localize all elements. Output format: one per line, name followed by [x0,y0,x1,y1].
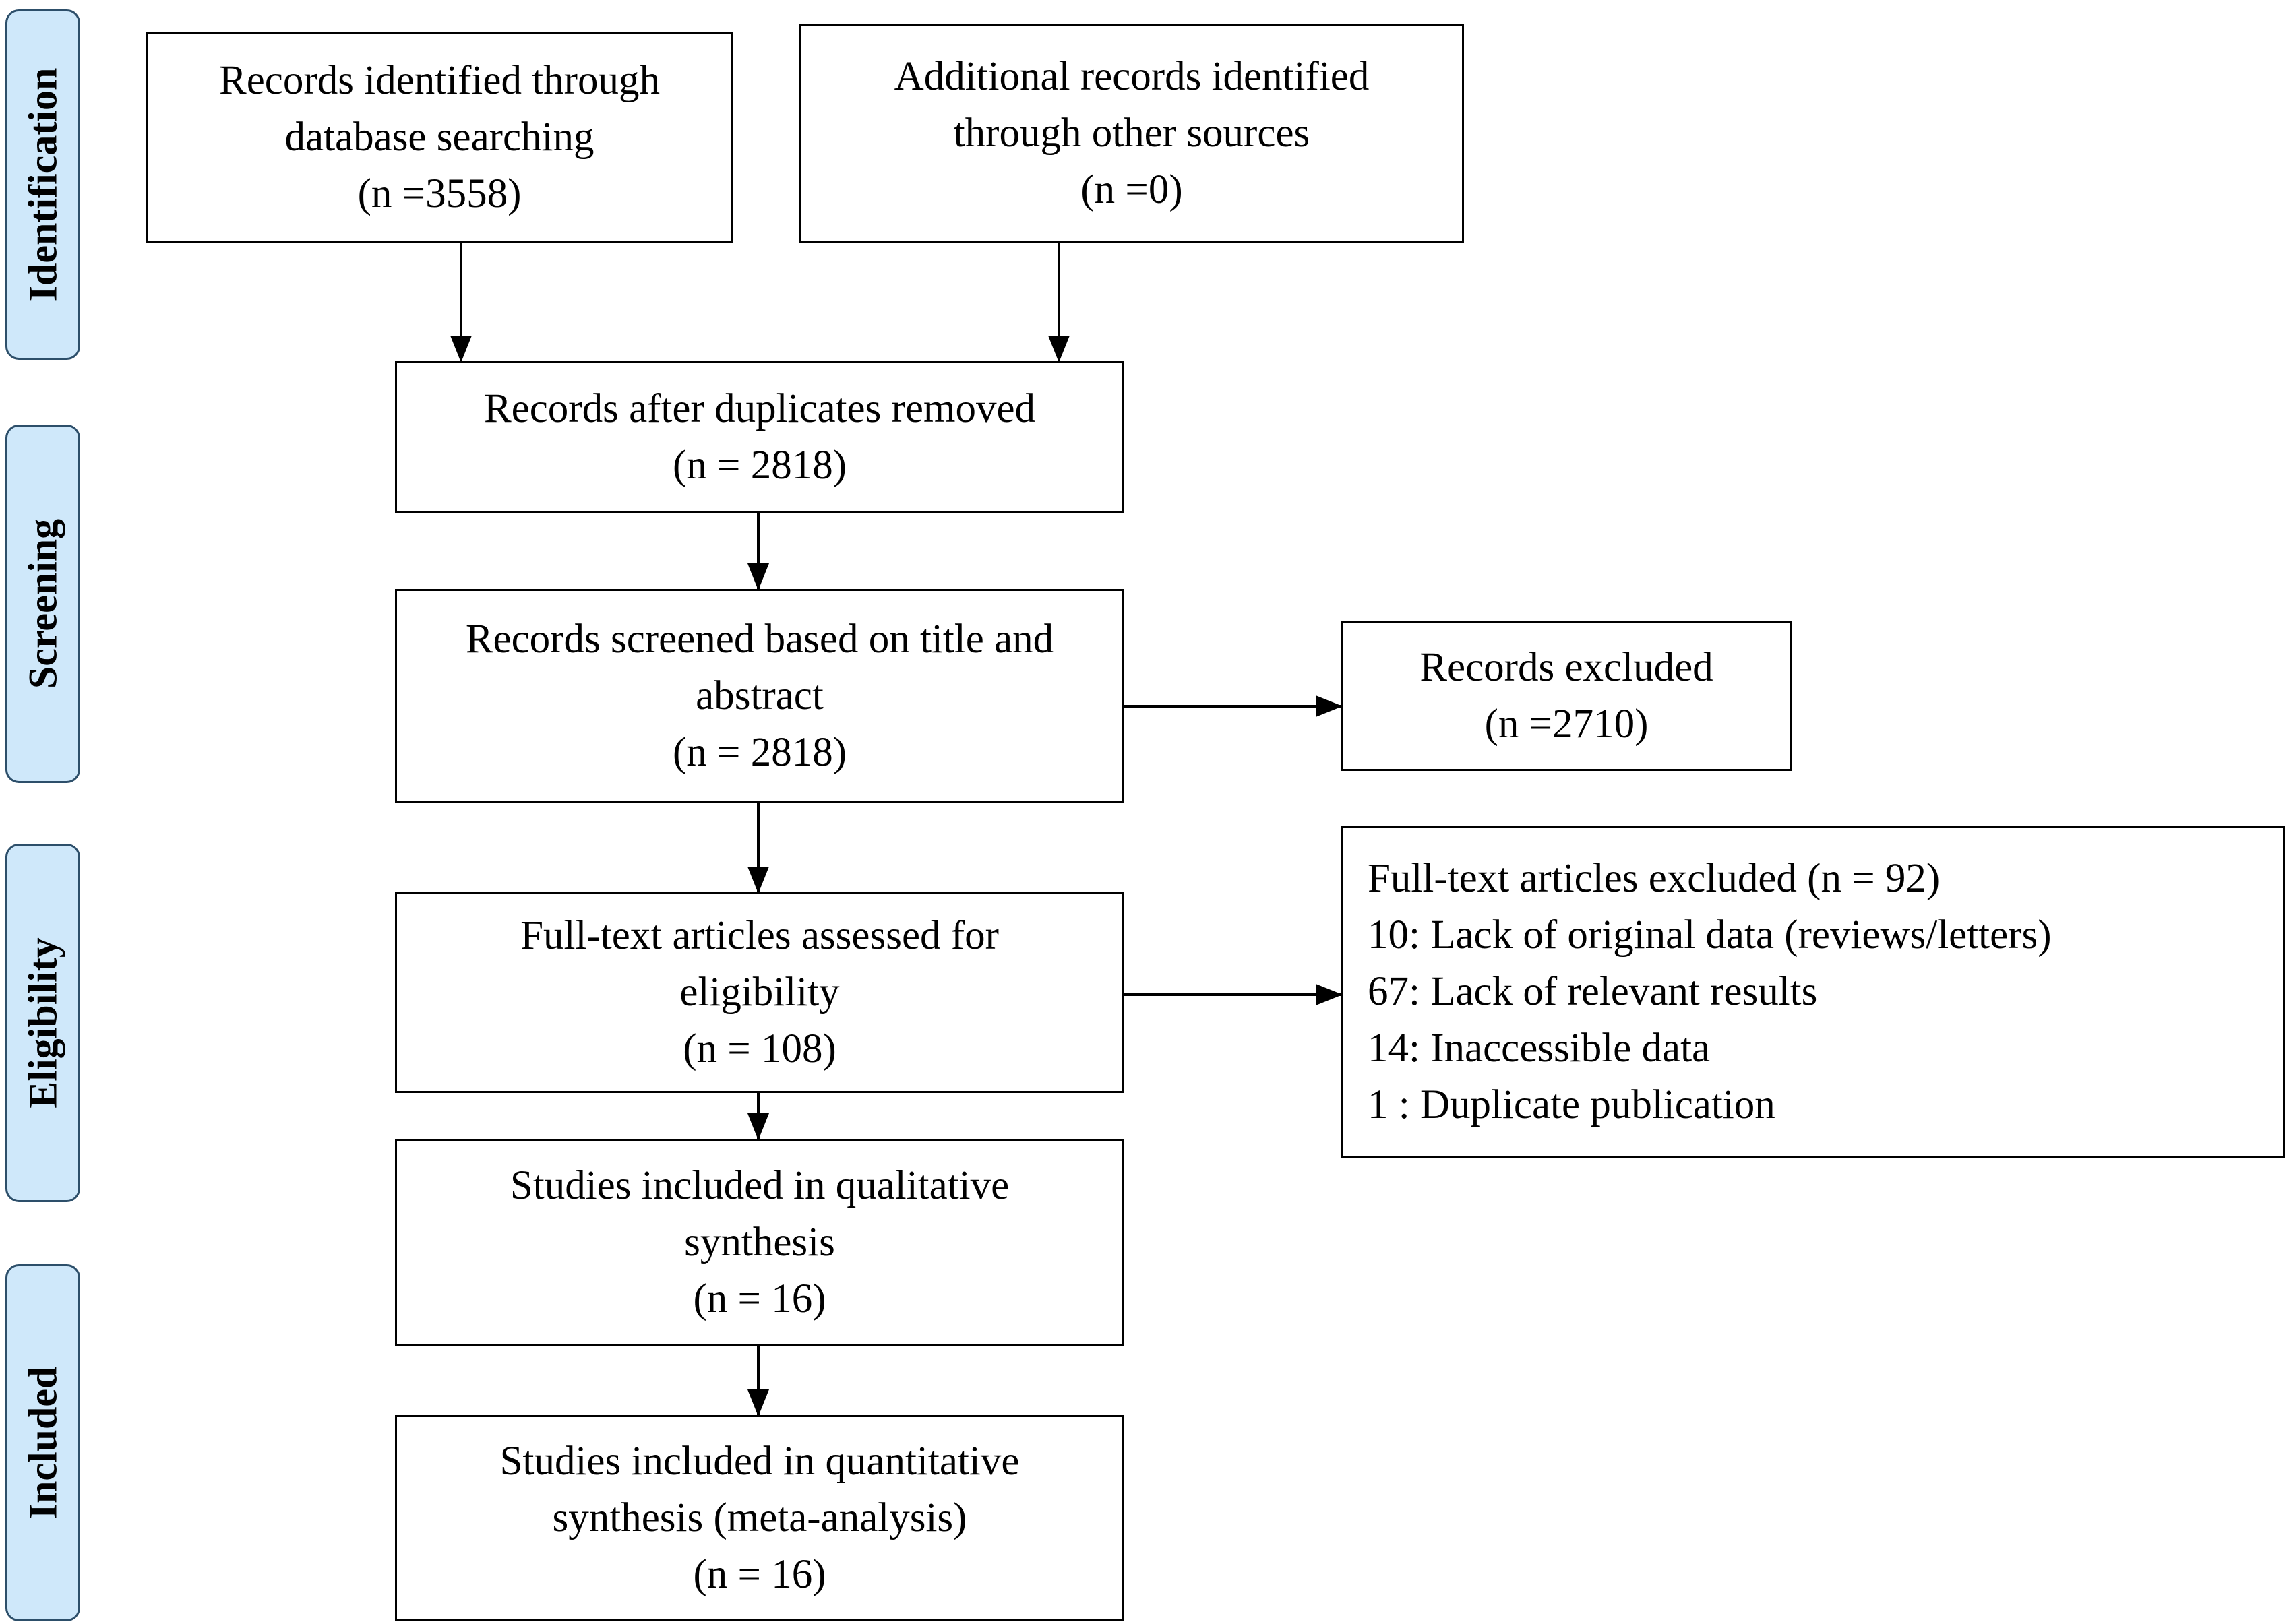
box-count: (n =0) [1080,167,1183,212]
stage-label: Eligibility [20,937,65,1108]
box-line: synthesis (meta-analysis) [552,1495,967,1540]
box-qualitative-synthesis: Studies included in qualitative synthesi… [395,1139,1124,1346]
stage-label: Included [20,1366,65,1520]
box-screened: Records screened based on title and abst… [395,589,1124,803]
box-line: Records excluded [1420,645,1713,690]
box-count: (n =2710) [1484,701,1649,747]
box-count: (n =3558) [357,171,522,216]
stage-label: Screening [20,518,65,689]
exclusion-reason: 67: Lack of relevant results [1368,969,1818,1014]
box-line: Studies included in quantitative [499,1439,1020,1484]
box-count: (n = 2818) [672,443,847,488]
box-database-search: Records identified through database sear… [146,32,733,243]
box-line: Additional records identified [894,54,1370,99]
box-line: synthesis [684,1220,835,1265]
box-count: (n = 2818) [672,730,847,775]
box-duplicates-removed: Records after duplicates removed (n = 28… [395,361,1124,513]
box-line: through other sources [953,111,1310,156]
exclusion-reason: 14: Inaccessible data [1368,1026,1711,1071]
stage-screening: Screening [5,425,80,783]
box-fulltext-excluded: Full-text articles excluded (n = 92) 10:… [1341,826,2285,1158]
box-quantitative-synthesis: Studies included in quantitative synthes… [395,1415,1124,1621]
box-line: Records identified through [219,58,660,103]
box-line: eligibility [679,970,840,1015]
box-line: Full-text articles assessed for [520,913,999,958]
exclusion-header: Full-text articles excluded (n = 92) [1368,856,1941,901]
box-count: (n = 16) [693,1276,826,1321]
box-line: Records after duplicates removed [483,386,1036,431]
stage-label: Identification [20,67,65,302]
box-other-sources: Additional records identified through ot… [799,24,1464,243]
exclusion-reason: 1 : Duplicate publication [1368,1082,1775,1127]
box-line: Studies included in qualitative [510,1163,1010,1208]
stage-identification: Identification [5,9,80,360]
stage-included: Included [5,1264,80,1621]
box-fulltext-assessed: Full-text articles assessed for eligibil… [395,892,1124,1093]
exclusion-reason: 10: Lack of original data (reviews/lette… [1368,912,2052,958]
stage-eligibility: Eligibility [5,844,80,1202]
box-count: (n = 16) [693,1552,826,1597]
box-count: (n = 108) [683,1026,836,1071]
box-line: database searching [284,115,594,160]
box-line: abstract [696,673,824,718]
box-line: Records screened based on title and [465,617,1054,662]
box-records-excluded: Records excluded (n =2710) [1341,621,1792,771]
